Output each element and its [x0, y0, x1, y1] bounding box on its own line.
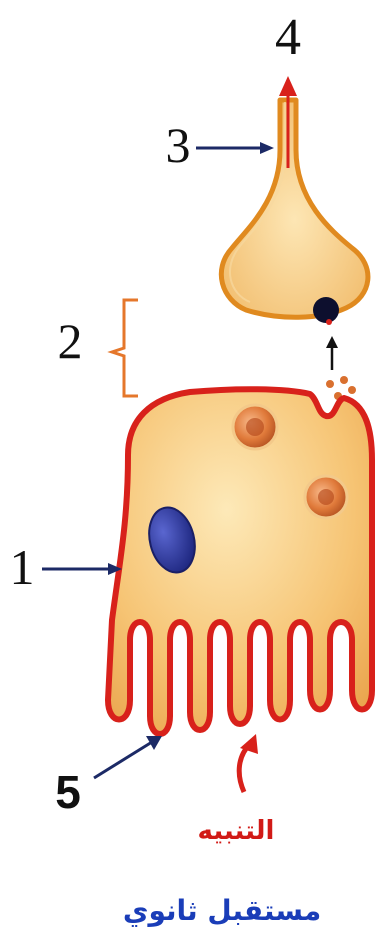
stimulus-label: التنبيه — [198, 816, 275, 846]
sensory-neuron — [221, 76, 368, 325]
synaptic-cleft-bracket — [112, 300, 138, 396]
transmitter-dot — [348, 386, 356, 394]
receptor-cell — [108, 389, 372, 734]
transmitter-dot — [340, 376, 348, 384]
label-4: 4 — [275, 9, 301, 66]
label-5: 5 — [55, 766, 81, 818]
label-1: 1 — [10, 539, 35, 595]
transmitter-dot — [326, 380, 334, 388]
vesicle — [233, 405, 277, 449]
neuron-body — [221, 100, 368, 317]
axon-arrowhead — [279, 76, 297, 96]
stimulus-arrow — [239, 744, 250, 792]
vesicle — [305, 476, 347, 518]
caption: مستقبل ثانوي — [123, 894, 321, 927]
arrow-3-head — [260, 142, 274, 154]
arrow-5 — [94, 742, 152, 778]
label-3: 3 — [166, 117, 191, 173]
release-arrow-up-head — [326, 336, 338, 348]
label-2: 2 — [58, 313, 83, 369]
receptor-site — [313, 297, 339, 323]
transmitter-bound-dot — [326, 319, 332, 325]
